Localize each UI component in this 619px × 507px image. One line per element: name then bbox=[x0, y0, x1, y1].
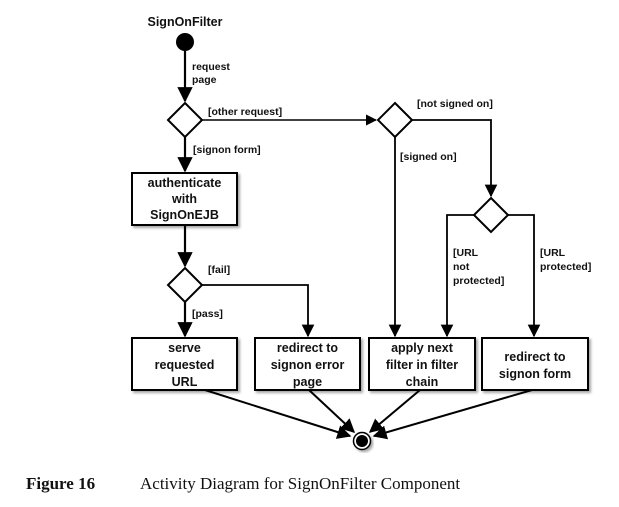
edge-not-signed-on bbox=[412, 119, 498, 198]
figure-caption: Figure 16 Activity Diagram for SignOnFilt… bbox=[26, 474, 460, 494]
activity-serve-url-line1: serve bbox=[168, 341, 201, 355]
edge-form-to-end bbox=[372, 389, 533, 440]
decision-url-protected bbox=[472, 196, 510, 234]
activity-redirect-error-line3: page bbox=[293, 375, 322, 389]
guard-url-not-protected-line1: [URL bbox=[453, 247, 479, 259]
activity-apply-filter bbox=[368, 337, 476, 391]
figure-title: Activity Diagram for SignOnFilter Compon… bbox=[140, 474, 461, 493]
activity-authenticate bbox=[131, 172, 238, 226]
activity-authenticate-line1: authenticate bbox=[148, 176, 222, 190]
guard-signon-form: [signon form] bbox=[193, 144, 261, 156]
activity-apply-filter-line2: filter in filter bbox=[386, 358, 458, 372]
guard-not-signed-on: [not signed on] bbox=[417, 98, 493, 110]
guard-url-not-protected-line2: not bbox=[453, 261, 470, 273]
activity-authenticate-line3: SignOnEJB bbox=[150, 208, 219, 222]
guard-url-protected-line1: [URL bbox=[540, 247, 566, 259]
activity-apply-filter-line1: apply next bbox=[391, 341, 454, 355]
guard-pass: [pass] bbox=[192, 308, 223, 320]
activity-apply-filter-line3: chain bbox=[406, 375, 439, 389]
activity-redirect-form-line2: signon form bbox=[499, 367, 571, 381]
initial-node bbox=[176, 33, 194, 51]
activity-serve-url-line3: URL bbox=[172, 375, 198, 389]
activity-redirect-error-line1: redirect to bbox=[277, 341, 338, 355]
guard-page: page bbox=[192, 74, 217, 86]
decision-auth-result bbox=[166, 266, 204, 304]
decision-request-type bbox=[166, 101, 204, 139]
edge-filter-to-end bbox=[368, 389, 421, 433]
final-node bbox=[352, 431, 372, 451]
edge-url-protected bbox=[508, 214, 541, 338]
edge-fail bbox=[202, 284, 315, 338]
edge-url-not-protected bbox=[440, 214, 474, 338]
activity-authenticate-line2: with bbox=[171, 192, 197, 206]
activity-redirect-form-line1: redirect to bbox=[504, 350, 565, 364]
activity-redirect-form bbox=[481, 337, 589, 391]
edge-serve-to-end bbox=[204, 389, 352, 439]
start-label: SignOnFilter bbox=[148, 15, 223, 29]
guard-fail: [fail] bbox=[208, 264, 230, 276]
activity-redirect-error bbox=[254, 337, 361, 391]
activity-redirect-error-line2: signon error bbox=[271, 358, 345, 372]
guard-url-not-protected-line3: protected] bbox=[453, 275, 504, 287]
activity-serve-url bbox=[131, 337, 238, 391]
activity-serve-url-line2: requested bbox=[155, 358, 215, 372]
decision-signed-on bbox=[376, 101, 414, 139]
guard-request: request bbox=[192, 61, 230, 73]
edge-error-to-end bbox=[308, 389, 356, 433]
guard-other-request: [other request] bbox=[208, 106, 282, 118]
figure-number: Figure 16 bbox=[26, 474, 96, 493]
guard-url-protected-line2: protected] bbox=[540, 261, 591, 273]
guard-signed-on: [signed on] bbox=[400, 151, 457, 163]
